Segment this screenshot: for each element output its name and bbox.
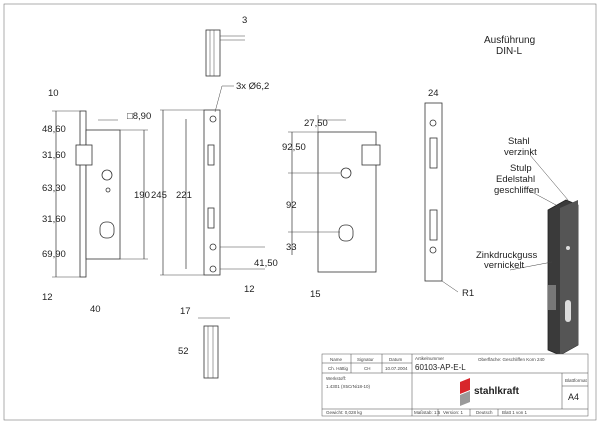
tb-scale: Maßstab: 1:5 (414, 410, 441, 415)
dim-92: 92 (286, 200, 297, 211)
tb-format-header: Blattformat (565, 378, 588, 383)
tb-material: 1.4301 (X5CrNi18-10) (326, 384, 371, 389)
tb-format: A4 (568, 392, 579, 402)
callout-steel: Stahl (508, 136, 530, 147)
tb-name-header: Name (330, 357, 343, 362)
dim-92-50: 92,50 (282, 142, 306, 153)
strike-plate-view (424, 102, 459, 293)
dim-221: 221 (176, 190, 192, 201)
dim-52: 52 (178, 346, 189, 357)
tb-article-number: 60103-AP-E-L (415, 363, 466, 372)
callout-nickel: vernickelt (484, 260, 524, 271)
tb-datum-header: Datum (389, 357, 403, 362)
tb-sheet: Blatt 1 von 1 (502, 410, 528, 415)
dim-holes: 3x Ø6,2 (236, 81, 269, 92)
dim-31-60-a: 31,60 (42, 150, 66, 161)
front-view (52, 110, 148, 278)
tb-signatur: CH (364, 366, 371, 371)
back-view (288, 115, 381, 273)
dim-12-left: 12 (42, 292, 53, 303)
dim-15: 15 (310, 289, 321, 300)
callout-faceplate: Stulp (510, 163, 532, 174)
dim-24: 24 (428, 88, 439, 99)
tb-datum: 10.07.2004 (385, 366, 408, 371)
dim-69-90: 69,90 (42, 249, 66, 260)
dim-41-50: 41,50 (254, 258, 278, 269)
dim-48-60: 48,60 (42, 124, 66, 135)
variant-label: Ausführung (484, 35, 535, 46)
dim-faceplate-width: 10 (48, 88, 59, 99)
dim-top-thickness: 3 (242, 15, 247, 26)
tb-surface: Oberfläche: Geschliffen Korn 240 (478, 357, 545, 362)
dim-63-30: 63,30 (42, 183, 66, 194)
faceplate-view (160, 85, 265, 276)
stahlkraft-logo: stahlkraft (474, 386, 520, 397)
callout-zinc: Zinkdruckguss (476, 250, 537, 261)
sheet-border (3, 3, 597, 421)
tb-weight: Gewicht: 0,028 kg (326, 410, 363, 415)
tb-language: Deutsch (476, 410, 493, 415)
dim-190: 190 (134, 190, 150, 201)
tb-article-header: Artikelnummer (415, 356, 445, 361)
dim-r1: R1 (462, 288, 474, 299)
dim-12-right: 12 (244, 284, 255, 295)
tb-version: Version: 1 (443, 410, 464, 415)
callout-brushed: geschliffen (494, 185, 539, 196)
dim-backset: 40 (90, 304, 101, 315)
tb-material-header: Werkstoff: (326, 376, 346, 381)
variant-din: DIN-L (496, 46, 523, 57)
callout-galvanized: verzinkt (504, 147, 537, 158)
tb-name: Ch. Hättig (328, 366, 349, 371)
dim-33: 33 (286, 242, 297, 253)
top-view: 3 (205, 15, 247, 77)
dim-square: □8,90 (127, 111, 151, 122)
title-block (321, 353, 589, 417)
dim-17: 17 (180, 306, 191, 317)
bottom-view (198, 317, 230, 379)
dim-31-60-b: 31,60 (42, 214, 66, 225)
tb-signatur-header: Signatur (357, 357, 374, 362)
callout-stainless: Edelstahl (496, 174, 535, 185)
dim-27-50: 27,50 (304, 118, 328, 129)
dim-245: 245 (151, 190, 167, 201)
isometric-view (509, 154, 579, 356)
